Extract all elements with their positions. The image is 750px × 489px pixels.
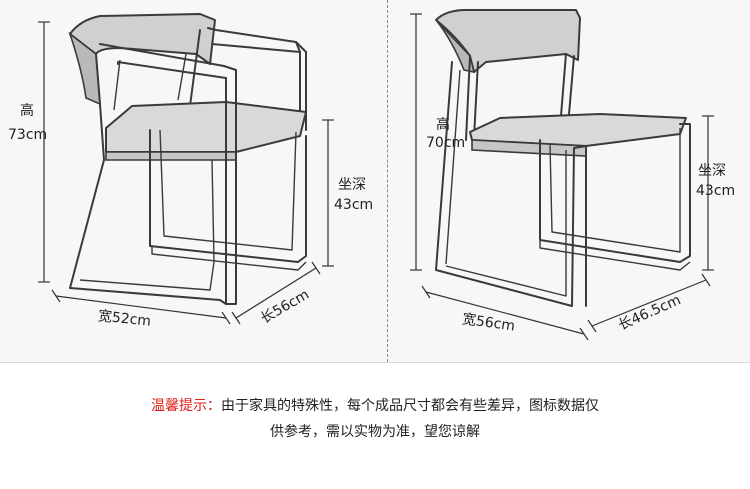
left-armchair-illustration	[68, 13, 307, 305]
left-height-value: 73cm	[8, 127, 48, 143]
left-height-label: 高	[20, 103, 34, 119]
chair-dimension-drawing	[38, 9, 714, 341]
right-seat-depth-value: 43cm	[696, 183, 736, 199]
disclaimer-text-1: 由于家具的特殊性，每个成品尺寸都会有些差异，图标数据仅	[221, 398, 599, 414]
disclaimer-line-1: 温馨提示：由于家具的特殊性，每个成品尺寸都会有些差异，图标数据仅	[0, 393, 750, 419]
size-disclaimer: 温馨提示：由于家具的特殊性，每个成品尺寸都会有些差异，图标数据仅 供参考，需以实…	[0, 393, 750, 445]
right-length-dimension	[587, 273, 711, 333]
right-height-label: 高	[436, 117, 450, 133]
notice-separator: ：	[207, 398, 221, 414]
left-length-dimension	[231, 261, 321, 325]
notice-title: 温馨提示	[151, 398, 207, 414]
panel-divider	[387, 0, 388, 362]
left-seat-depth-value: 43cm	[334, 197, 374, 213]
right-height-value: 70cm	[426, 135, 466, 151]
right-seat-depth-dimension	[702, 115, 714, 271]
right-seat-depth-label: 坐深	[698, 163, 726, 179]
right-width-dimension	[421, 285, 589, 341]
right-side-chair-illustration	[435, 9, 691, 307]
right-height-dimension	[410, 13, 422, 271]
left-height-dimension	[38, 21, 50, 283]
left-seat-depth-dimension	[322, 119, 334, 267]
left-width-dimension	[51, 289, 231, 325]
disclaimer-line-2: 供参考，需以实物为准，望您谅解	[270, 424, 480, 440]
product-dimensions-panel	[0, 362, 750, 363]
left-seat-depth-label: 坐深	[338, 177, 366, 193]
